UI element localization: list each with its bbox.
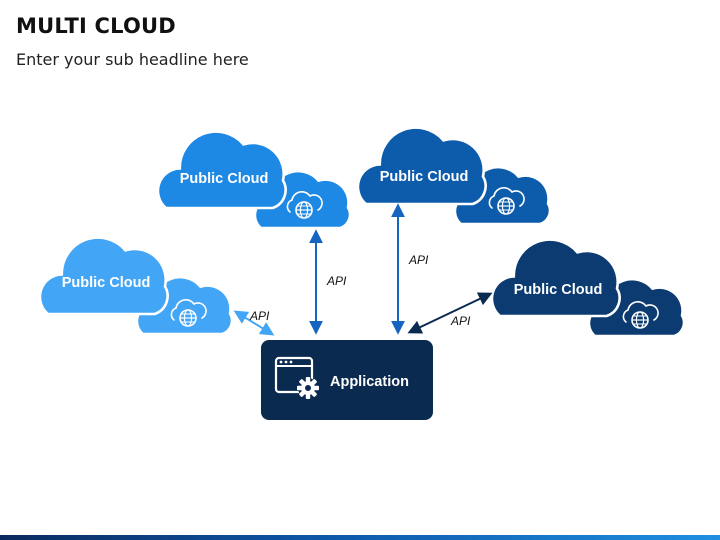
cloud-label: Public Cloud xyxy=(380,169,469,185)
public-cloud-2: Public Cloud xyxy=(356,126,552,226)
cloud-shape xyxy=(490,238,621,318)
footer-accent-bar xyxy=(0,535,720,540)
cloud-label: Public Cloud xyxy=(514,282,603,298)
application-label: Application xyxy=(330,374,409,390)
api-label: API xyxy=(450,314,471,328)
page-subtitle: Enter your sub headline here xyxy=(16,50,249,69)
api-label: API xyxy=(408,253,429,267)
api-label: API xyxy=(326,274,347,288)
public-cloud-3: Public Cloud xyxy=(490,238,686,338)
cloud-shape xyxy=(356,126,487,206)
public-cloud-1: Public Cloud xyxy=(156,130,352,230)
cloud-label: Public Cloud xyxy=(180,171,269,187)
api-arrow xyxy=(407,292,493,334)
page-title: MULTI CLOUD xyxy=(16,14,176,38)
api-connection-2: API xyxy=(391,203,429,335)
api-connection-1: API xyxy=(309,229,347,335)
public-cloud-0: Public Cloud xyxy=(38,236,234,336)
api-connection-0: API xyxy=(233,309,275,336)
api-label: API xyxy=(249,309,270,323)
cloud-shape xyxy=(156,130,287,210)
cloud-label: Public Cloud xyxy=(62,275,151,291)
application-box: Application xyxy=(261,340,433,420)
app-settings-icon xyxy=(274,356,319,399)
api-arrow xyxy=(233,310,275,336)
api-connection-3: API xyxy=(407,292,493,334)
application-box-bg xyxy=(261,340,433,420)
